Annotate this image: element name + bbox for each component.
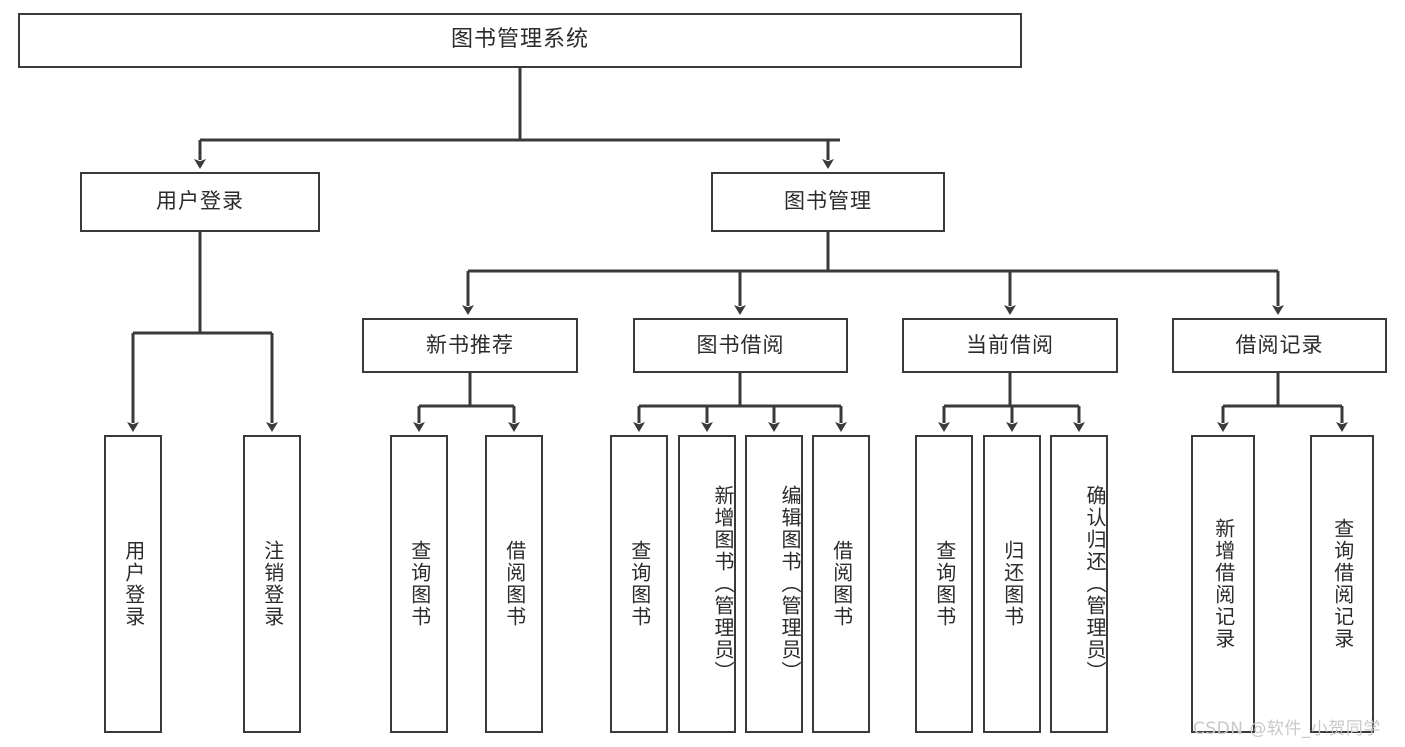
leaf-edit-book-admin[interactable]: 编辑图书（管理员） [745, 435, 803, 733]
node-new-book-recommend[interactable]: 新书推荐 [362, 318, 578, 373]
leaf-query-book-2[interactable]: 查询图书 [610, 435, 668, 733]
leaf-query-book-3[interactable]: 查询图书 [915, 435, 973, 733]
node-label: 确认归还（管理员） [1083, 485, 1107, 683]
node-label: 注销登录 [260, 540, 285, 628]
node-label: 图书管理系统 [450, 27, 589, 53]
leaf-confirm-return-admin[interactable]: 确认归还（管理员） [1050, 435, 1108, 733]
node-label: 查询图书 [932, 540, 957, 628]
node-book-borrow[interactable]: 图书借阅 [633, 318, 848, 373]
leaf-add-borrow-record[interactable]: 新增借阅记录 [1191, 435, 1255, 733]
node-user-login[interactable]: 用户登录 [80, 172, 320, 232]
node-label: 图书管理 [784, 189, 872, 214]
leaf-borrow-book-2[interactable]: 借阅图书 [812, 435, 870, 733]
node-label: 借阅记录 [1235, 332, 1324, 357]
leaf-add-book-admin[interactable]: 新增图书（管理员） [678, 435, 736, 733]
node-root-system[interactable]: 图书管理系统 [18, 13, 1022, 68]
node-label: 用户登录 [121, 540, 146, 628]
leaf-logout[interactable]: 注销登录 [243, 435, 301, 733]
leaf-query-borrow-record[interactable]: 查询借阅记录 [1310, 435, 1374, 733]
csdn-watermark: CSDN @软件_小贺同学 [1193, 719, 1381, 739]
node-label: 查询图书 [627, 540, 652, 628]
node-label: 查询借阅记录 [1330, 518, 1355, 650]
node-label: 借阅图书 [502, 540, 527, 628]
leaf-borrow-book-1[interactable]: 借阅图书 [485, 435, 543, 733]
node-label: 查询图书 [407, 540, 432, 628]
leaf-return-book[interactable]: 归还图书 [983, 435, 1041, 733]
node-label: 新书推荐 [426, 332, 514, 357]
node-current-borrow[interactable]: 当前借阅 [902, 318, 1118, 373]
node-label: 归还图书 [1000, 540, 1025, 628]
node-label: 图书借阅 [696, 332, 785, 357]
leaf-query-book-1[interactable]: 查询图书 [390, 435, 448, 733]
node-label: 新增图书（管理员） [711, 485, 735, 683]
node-label: 新增借阅记录 [1211, 518, 1236, 650]
node-book-management[interactable]: 图书管理 [711, 172, 945, 232]
node-label: 用户登录 [156, 189, 244, 214]
node-label: 借阅图书 [829, 540, 854, 628]
node-label: 编辑图书（管理员） [778, 485, 802, 683]
leaf-user-login[interactable]: 用户登录 [104, 435, 162, 733]
node-label: 当前借阅 [966, 332, 1054, 357]
node-borrow-records[interactable]: 借阅记录 [1172, 318, 1387, 373]
